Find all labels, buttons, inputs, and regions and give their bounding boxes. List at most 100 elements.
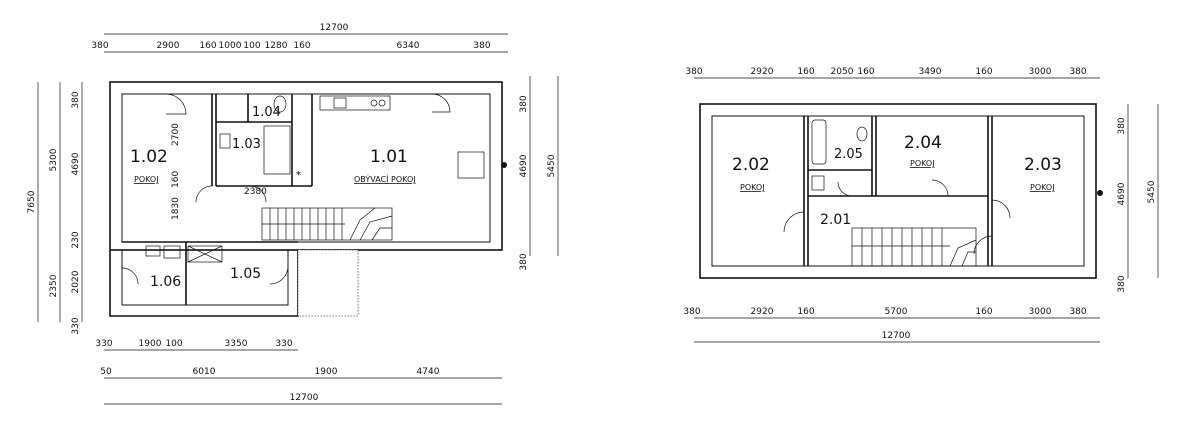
dim-left: 5300 [49, 148, 59, 171]
dim-top: 3490 [919, 67, 942, 77]
dim-top: 1000 [219, 41, 242, 51]
dim-bottom-total: 12700 [882, 331, 911, 341]
dim-top: 2920 [751, 67, 774, 77]
dim-bottom: 3000 [1029, 307, 1052, 317]
dim-top: 380 [473, 41, 490, 51]
dim-left: 230 [71, 231, 81, 248]
stove-fireplace [457, 151, 485, 179]
electric-panel-icon [811, 175, 825, 191]
dim-right: 380 [519, 253, 529, 270]
room-1-06-number: 1.06 [150, 274, 181, 290]
toilet-icon [856, 126, 868, 142]
dim-bottom: 160 [797, 307, 814, 317]
door-arc-icon [837, 181, 853, 197]
inner-dim: 2700 [171, 123, 181, 146]
dim-top: 160 [199, 41, 216, 51]
dim-right: 380 [519, 95, 529, 112]
door-arc-icon [165, 93, 187, 115]
dim-bottom: 50 [100, 367, 112, 377]
door-arc-icon [931, 179, 949, 197]
dim-top: 160 [293, 41, 310, 51]
dim-left: 4690 [71, 152, 81, 175]
terrace-area [297, 249, 359, 317]
ground-floor-plan: * 1.02 POKOJ 1.01 OBÝVACÍ POKOJ 1.03 1.0… [27, 23, 559, 405]
room-2-03-name: POKOJ [1030, 183, 1055, 192]
inner-dim: 2380 [244, 187, 267, 197]
dim-top: 6340 [397, 41, 420, 51]
storage-box [187, 245, 223, 263]
dim-bottom: 330 [95, 339, 112, 349]
room-2-02-name: POKOJ [740, 183, 765, 192]
star-symbol: * [296, 170, 301, 181]
door-arc-icon [121, 267, 139, 285]
dim-right: 380 [1117, 275, 1127, 292]
dim-right-total: 5450 [1147, 180, 1157, 203]
room-1-02-name: POKOJ [134, 175, 159, 184]
dim-top-total: 12700 [320, 23, 349, 33]
dim-top: 380 [685, 67, 702, 77]
upper-staircase [851, 227, 977, 267]
upper-outer-wall [699, 103, 1097, 279]
dim-bottom-total: 12700 [290, 393, 319, 403]
dim-top: 2900 [157, 41, 180, 51]
dim-bottom: 5700 [885, 307, 908, 317]
room-2-05-number: 2.05 [834, 147, 863, 162]
dim-right: 380 [1117, 117, 1127, 134]
inner-dim: 160 [171, 171, 181, 188]
dim-top: 160 [797, 67, 814, 77]
ground-staircase [261, 207, 393, 241]
room-1-03-number: 1.03 [232, 137, 261, 152]
sink-icon [145, 245, 161, 257]
dim-top: 100 [243, 41, 260, 51]
dim-left: 380 [71, 91, 81, 108]
toilet-icon [219, 133, 231, 149]
room-1-01-name: OBÝVACÍ POKOJ [354, 173, 416, 184]
dim-right: 4690 [519, 154, 529, 177]
dim-bottom: 2920 [751, 307, 774, 317]
annex-inner-wall [121, 250, 289, 306]
room-2-04-name: POKOJ [910, 159, 935, 168]
dim-left: 2350 [49, 274, 59, 297]
dim-bottom: 380 [683, 307, 700, 317]
toilet-icon [273, 95, 287, 113]
outlet-icon [501, 162, 507, 168]
dim-bottom: 4740 [417, 367, 440, 377]
ground-outer-wall [109, 81, 503, 251]
door-arc-icon [195, 185, 213, 203]
dim-top: 1280 [265, 41, 288, 51]
room-2-02-number: 2.02 [732, 155, 770, 175]
dim-right: 4690 [1117, 182, 1127, 205]
dim-top: 2050 [831, 67, 854, 77]
dim-left: 2020 [71, 270, 81, 293]
dim-bottom: 3350 [225, 339, 248, 349]
room-1-02-number: 1.02 [130, 147, 168, 167]
dim-bottom: 160 [975, 307, 992, 317]
room-2-01-number: 2.01 [820, 212, 851, 228]
dim-bottom: 100 [165, 339, 182, 349]
door-arc-icon [991, 199, 1011, 219]
dim-top: 160 [857, 67, 874, 77]
upper-inner-wall-line [711, 115, 1085, 267]
dim-top: 160 [975, 67, 992, 77]
dim-bottom: 1900 [315, 367, 338, 377]
room-1-05-number: 1.05 [230, 266, 261, 282]
dim-right-total: 5450 [547, 154, 557, 177]
room-2-04-number: 2.04 [904, 133, 942, 153]
dim-top: 3000 [1029, 67, 1052, 77]
outlet-icon [1097, 190, 1103, 196]
dim-bottom: 330 [275, 339, 292, 349]
dim-bottom: 1900 [139, 339, 162, 349]
ground-inner-wall-line [121, 93, 491, 243]
room-2-03-number: 2.03 [1024, 155, 1062, 175]
door-arc-icon [973, 235, 993, 255]
dim-top: 380 [1069, 67, 1086, 77]
bathtub-icon [811, 119, 827, 165]
door-arc-icon [783, 211, 805, 233]
dim-left-total: 7650 [27, 190, 37, 213]
upper-floor-plan: 2.02 POKOJ 2.03 POKOJ 2.04 POKOJ 2.05 2.… [683, 67, 1159, 343]
door-arc-icon [431, 93, 451, 113]
dim-top: 380 [91, 41, 108, 51]
shower-icon [263, 125, 291, 175]
kitchen-counter [319, 95, 391, 111]
door-arc-icon [249, 185, 267, 203]
